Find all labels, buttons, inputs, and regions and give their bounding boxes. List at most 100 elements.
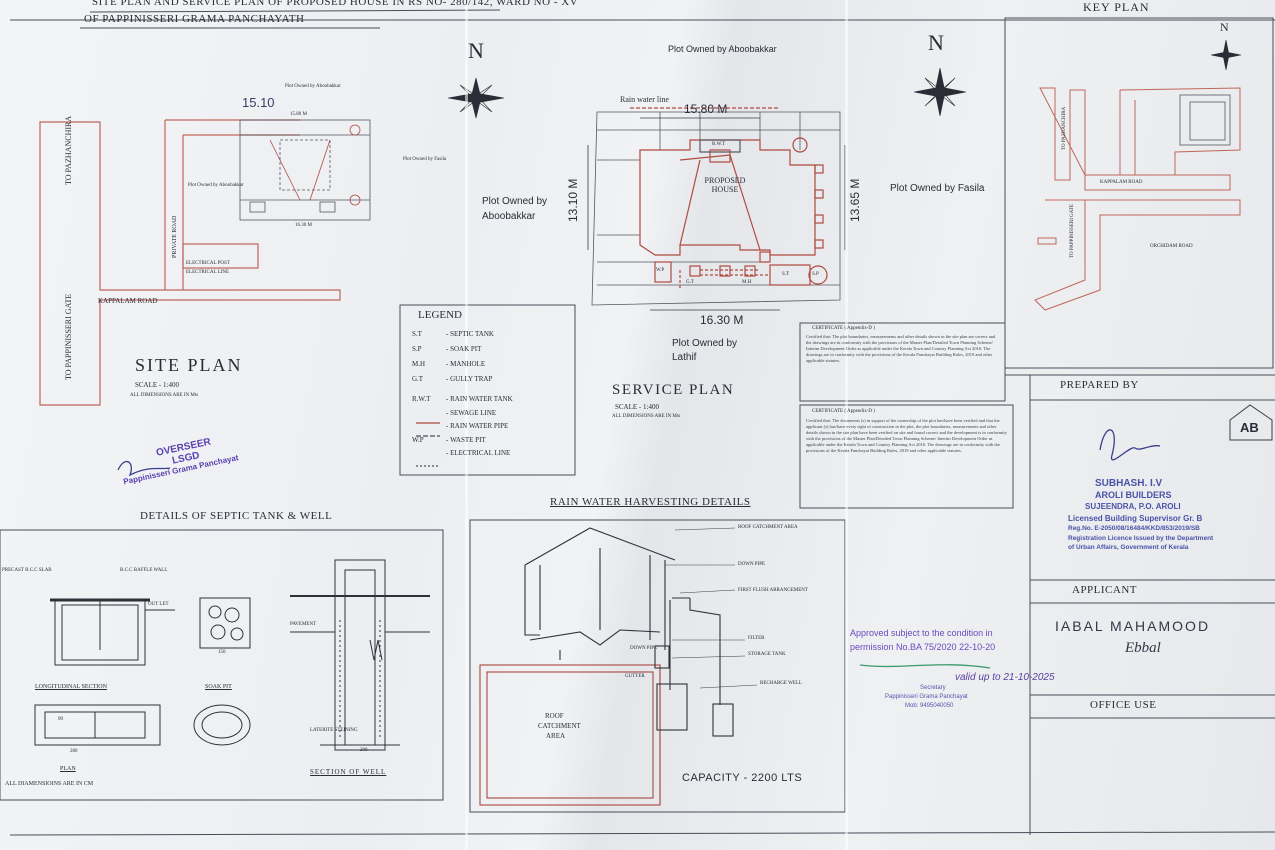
applicant-name: IABAL MAHAMOOD [1055, 618, 1211, 634]
engineer-name: SUBHASH. I.V [1095, 478, 1163, 489]
plot-label: Aboobakkar [482, 211, 536, 222]
legend-desc: SEWAGE LINE [450, 409, 497, 417]
legend-code: S.T [412, 330, 422, 338]
certificate-title: CERTIFICATE ( Appendix-D ) [812, 409, 875, 414]
road-label: ORCHIDAM ROAD [1150, 244, 1193, 249]
rainwater-label: FILTER [748, 636, 765, 641]
septic-label: SOAK PIT [205, 684, 232, 690]
septic-label: SECTION OF WELL [310, 768, 387, 776]
road-label: TO PAZHANCHIRA [1062, 106, 1067, 150]
plot-label: Plot Owned by Aboobakkar [668, 44, 777, 54]
dimension-label: 15.80 M [290, 112, 307, 117]
septic-label: ALL DIAMENSIOINS ARE IN CM [5, 781, 94, 787]
septic-dimension: 280 [70, 749, 78, 754]
legend-desc: SEPTIC TANK [450, 330, 494, 338]
rainwater-capacity: CAPACITY - 2200 LTS [682, 772, 803, 784]
roof-catchment-label: CATCHMENT [538, 722, 581, 730]
legend-title: LEGEND [418, 309, 462, 321]
legend-desc: ELECTRICAL LINE [450, 449, 511, 457]
legend-desc: RAIN WATER TANK [450, 395, 513, 403]
plot-label: Plot Owned by [482, 196, 548, 207]
legend-item: G.T- GULLY TRAP [412, 375, 572, 395]
north-label: N [928, 30, 944, 55]
drawing-subtitle: OF PAPPINISSERI GRAMA PANCHAYATH [84, 13, 305, 25]
approval-stamp: Approved subject to the condition in [850, 628, 993, 638]
company-logo: AB [1240, 420, 1259, 435]
office-use-title: OFFICE USE [1090, 699, 1157, 711]
legend-code [412, 422, 446, 436]
plot-label: Lathif [672, 352, 697, 363]
site-plan-note: ALL DIMENSIONS ARE IN Mts [130, 393, 199, 398]
dimension-label: 16.30 M [700, 313, 744, 327]
plot-label: Plot Owned by Aboobakkar [188, 183, 244, 188]
legend-item: W.P- WASTE PIT [412, 436, 572, 449]
roof-catchment-label: ROOF [545, 712, 564, 720]
service-plan-scale: SCALE - 1:400 [615, 403, 659, 411]
road-label: TO PAPPINISSERI GATE [1070, 204, 1075, 258]
rainwater-label: GUTTER [625, 674, 645, 679]
license-line: of Urban Affairs, Government of Kerala [1068, 544, 1189, 551]
applicant-signature: Ebbal [1125, 640, 1161, 656]
legend-item: S.P- SOAK PIT [412, 345, 572, 360]
legend-code: W.P [412, 436, 424, 444]
wp-label: W.P [656, 268, 665, 273]
septic-dimension: 150 [218, 650, 226, 655]
legend-note: ELECTRICAL LINE [186, 270, 230, 275]
legend-code: R.W.T [412, 395, 431, 403]
plot-label: Plot Owned by [672, 338, 738, 349]
license-line: Registration Licence Issued by the Depar… [1068, 535, 1214, 542]
rainwater-title: RAIN WATER HARVESTING DETAILS [550, 496, 751, 508]
dimension-label: 16.30 M [295, 223, 312, 228]
legend-code [412, 409, 446, 422]
septic-label: PAVEMENT [290, 622, 317, 627]
legend-item: - RAIN WATER PIPE [412, 422, 572, 436]
road-label: TO PAPPINISSERI GATE [64, 293, 73, 380]
north-label: N [1220, 20, 1229, 34]
septic-label: OUT LET [148, 602, 169, 607]
mh-label: M.H [742, 280, 752, 285]
legend-desc: MANHOLE [450, 360, 486, 368]
drawing-title: SITE PLAN AND SERVICE PLAN OF PROPOSED H… [92, 0, 579, 8]
certificate-text: Certified that: The plot boundaries, mea… [806, 334, 996, 363]
road-label: KAPPALAM ROAD [98, 297, 158, 305]
site-plan-scale: SCALE - 1:400 [135, 381, 179, 389]
rain-water-line-label: Rain water line [620, 95, 669, 104]
company-address: SUJEENDRA, P.O. AROLI [1085, 502, 1181, 511]
rainwater-label: STORAGE TANK [748, 652, 786, 657]
service-plan-title: SERVICE PLAN [612, 382, 735, 398]
license-line: Licensed Building Supervisor Gr. B [1068, 514, 1203, 523]
legend-desc: GULLY TRAP [450, 375, 493, 383]
legend-item: R.W.T- RAIN WATER TANK [412, 395, 572, 409]
septic-dimension: 200 [360, 748, 368, 753]
applicant-title: APPLICANT [1072, 584, 1138, 596]
prepared-by-title: PREPARED BY [1060, 379, 1139, 391]
legend-item: M.H- MANHOLE [412, 360, 572, 375]
service-plan-note: ALL DIMENSIONS ARE IN Mts [612, 414, 681, 419]
legend-note: ELECTRICAL POST [186, 261, 230, 266]
legend-code: G.T [412, 375, 424, 383]
legend-desc: WASTE PIT [450, 436, 486, 444]
plot-label: Plot Owned by Fasila [890, 183, 985, 194]
roof-catchment-label: AREA [546, 732, 566, 740]
rainwater-label: DOWN PIPE [738, 562, 766, 567]
legend-code: M.H [412, 360, 426, 368]
legend-desc: RAIN WATER PIPE [450, 422, 509, 430]
key-plan-title: KEY PLAN [1083, 0, 1150, 14]
handwritten-note: 15.10 [242, 95, 275, 110]
certificate-text: Certified that: The documents (s) in sup… [806, 418, 1007, 453]
company-name: AROLI BUILDERS [1095, 490, 1172, 500]
proposed-house-label: PROPOSED HOUSE [704, 176, 746, 194]
septic-label: PLAN [60, 766, 76, 772]
rwt-label: R.W.T [712, 142, 726, 147]
dimension-label: 15.80 M [684, 102, 728, 116]
rainwater-label: DOWN PIPE [630, 646, 658, 651]
approval-permit: permission No.BA 75/2020 22-10-20 [850, 642, 996, 652]
st-label: S.T [782, 272, 790, 277]
septic-title: DETAILS OF SEPTIC TANK & WELL [140, 510, 333, 522]
legend-code [412, 449, 446, 462]
approval-phone: Mob: 9495040050 [905, 703, 954, 709]
legend-list: S.T- SEPTIC TANK S.P- SOAK PIT M.H- MANH… [412, 330, 572, 462]
road-label: TO PAZHANCHIRA [64, 115, 73, 185]
